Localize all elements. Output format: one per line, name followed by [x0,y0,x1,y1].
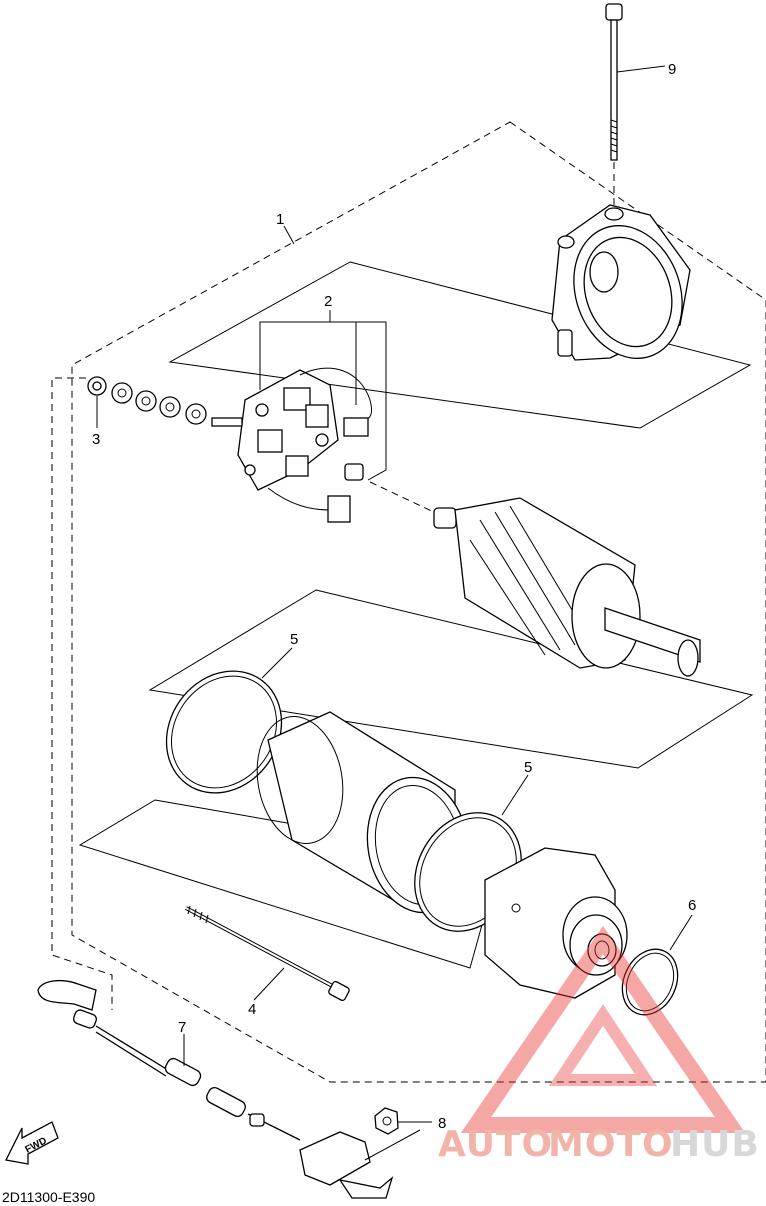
callout-1: 1 [276,211,284,228]
leader-1 [283,225,295,245]
reference-code: 2D11300-E390 [2,1189,95,1205]
callout-8: 8 [438,1115,446,1132]
front-cover [484,847,628,999]
leader-2 [259,310,331,390]
leader-4 [253,967,285,1001]
o-ring-small [621,948,679,1016]
assembly-boundary [71,121,766,1083]
callout-2: 2 [324,293,332,310]
wire-route-dashed [51,377,113,1010]
leader-6 [669,914,693,951]
nut [374,1107,399,1135]
callout-5-lower: 5 [524,759,532,776]
watermark-text-moto: MOTO [548,1124,674,1165]
leader-5b [501,774,529,816]
watermark-text-hub: HUB [670,1124,760,1165]
callout-7: 7 [178,1019,186,1036]
fwd-arrow-icon: FWD [5,1121,59,1165]
armature [369,481,701,677]
callout-3: 3 [92,431,100,448]
nut-and-washers [87,376,207,425]
rear-cover [551,204,691,361]
brush-holder-assembly [211,367,373,523]
long-bolt [605,3,623,210]
leader-9 [616,65,666,73]
callout-6: 6 [688,897,696,914]
watermark-triangle-icon [460,925,746,1133]
starter-lead-wire [37,979,421,1199]
o-ring-upper [165,670,283,794]
callout-4: 4 [248,1001,256,1018]
leader-5a [261,647,293,679]
through-bolt [185,905,350,1001]
leader-2b [330,321,387,481]
watermark-text-auto: AUTO [438,1124,553,1165]
callout-9: 9 [668,61,676,78]
callout-5-upper: 5 [290,631,298,648]
watermark-logo: AUTO MOTO HUB [438,925,760,1165]
